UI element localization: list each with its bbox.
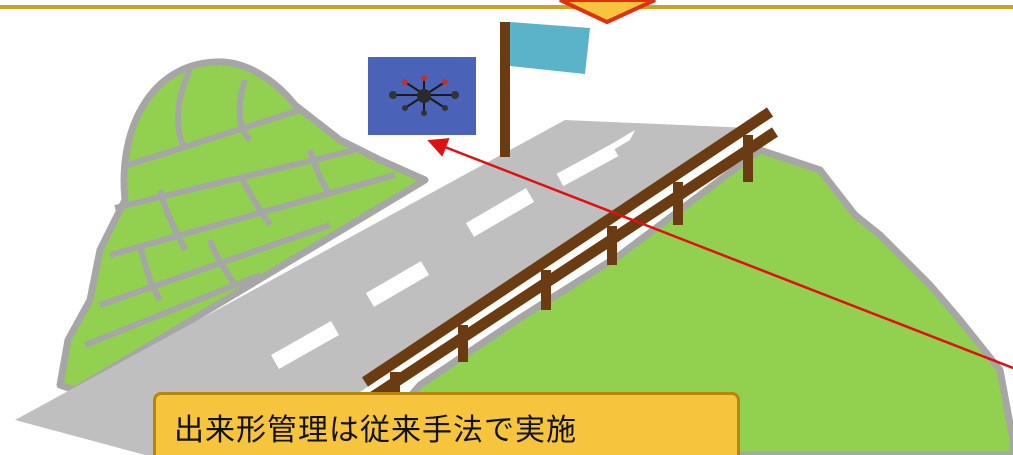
red-arrow: [427, 138, 1013, 370]
survey-sign-icon: [500, 22, 590, 157]
left-embankment: [56, 58, 429, 394]
right-embankment: [356, 146, 1013, 455]
caption-text: 出来形管理は従来手法で実施: [174, 413, 577, 448]
drone-photo: [368, 57, 476, 135]
top-bar: [0, 5, 1013, 9]
caption-box: 出来形管理は従来手法で実施: [153, 392, 740, 455]
road: [15, 120, 750, 455]
down-chevron-icon: [559, 0, 656, 25]
